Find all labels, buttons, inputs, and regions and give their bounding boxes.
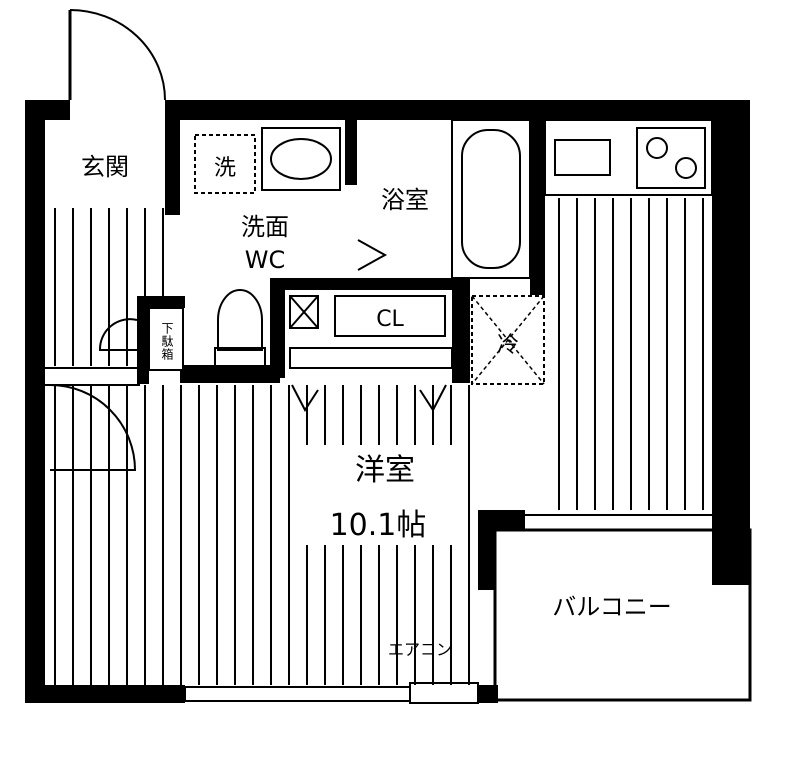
closet-rail <box>289 347 453 369</box>
fridge-x-icon <box>471 295 545 385</box>
bathtub-frame <box>451 119 531 279</box>
interior-walls <box>137 120 545 384</box>
closet-x-icon <box>289 295 319 329</box>
air-conditioner-label: エアコン <box>388 640 452 659</box>
closet-door-right[interactable] <box>419 384 447 412</box>
sink-bowl <box>270 138 332 180</box>
burner-icon <box>675 157 697 179</box>
closet-door-left[interactable] <box>291 384 319 412</box>
wc-label: WC <box>245 246 286 274</box>
balcony-outline <box>493 528 752 702</box>
closet <box>334 295 446 337</box>
closet-label: CL <box>376 307 404 332</box>
stove <box>636 127 706 189</box>
bathtub <box>461 129 521 269</box>
bathroom-door[interactable] <box>357 239 388 271</box>
outer-walls <box>25 100 750 703</box>
burner-icon <box>646 137 668 159</box>
bottom-window <box>184 686 411 702</box>
toilet <box>214 289 266 367</box>
western-room-label: 洋室 <box>355 453 415 488</box>
kitchen-sink <box>554 139 611 176</box>
western-room-size: 10.1帖 <box>330 508 427 543</box>
entrance-label: 玄関 <box>81 153 129 181</box>
bottom-sill <box>409 682 479 704</box>
fridge-label: 冷 <box>497 333 519 358</box>
kitchen-floor <box>545 198 712 510</box>
shoe-box <box>148 307 184 371</box>
shoe-box-label: 下駄箱 <box>160 321 174 361</box>
balcony-label: バルコニー <box>552 593 672 621</box>
room-door[interactable] <box>49 384 137 471</box>
bathroom-label: 浴室 <box>381 186 429 214</box>
western-room-label-bg <box>305 445 455 545</box>
entrance-door[interactable] <box>68 9 166 101</box>
washer-label: 洗 <box>214 156 236 181</box>
closet-x-box <box>289 295 319 329</box>
washroom-label: 洗面 <box>241 213 289 241</box>
washer-space <box>194 134 256 194</box>
sink <box>261 127 341 191</box>
shoe-box-door[interactable] <box>98 318 138 351</box>
